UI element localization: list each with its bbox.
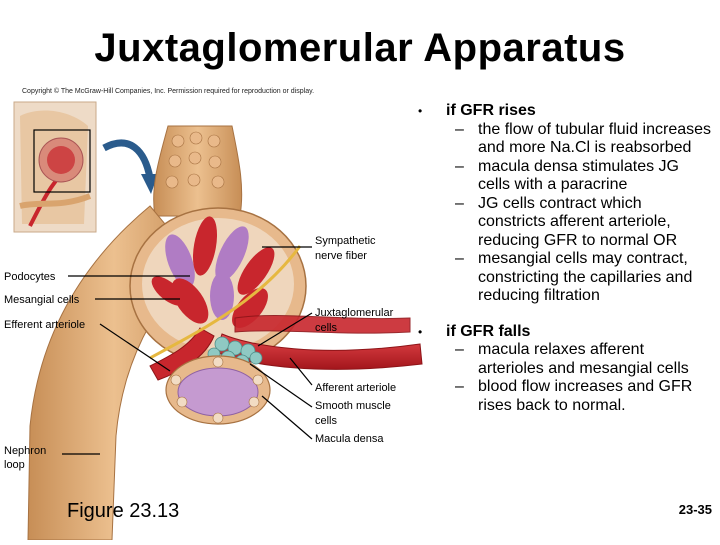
sub-item: –macula relaxes afferent arterioles and … <box>418 341 718 378</box>
label-smooth-muscle-line2: cells <box>315 415 338 427</box>
label-efferent-arteriole: Efferent arteriole <box>4 319 86 331</box>
sub-item-text: the flow of tubular fluid increases and … <box>478 120 712 157</box>
sub-item-text: mesangial cells may contract, constricti… <box>478 250 693 304</box>
dash-glyph: – <box>455 120 464 138</box>
label-podocytes: Podocytes <box>4 271 56 283</box>
label-nephron-loop-line1: Nephron <box>4 445 47 457</box>
sub-item-text: macula densa stimulates JG cells with a … <box>478 157 679 194</box>
label-macula-densa: Macula densa <box>315 433 384 445</box>
label-sympathetic-line2: nerve fiber <box>315 250 367 262</box>
kidney-inset <box>13 101 97 233</box>
sub-item-text: macula relaxes afferent arterioles and m… <box>478 341 689 377</box>
sub-item-text: blood flow increases and GFR rises back … <box>478 378 693 414</box>
label-mesangial-cells: Mesangial cells <box>4 294 80 306</box>
sub-item: –mesangial cells may contract, constrict… <box>418 250 718 306</box>
bullet-heading: if GFR falls <box>446 322 531 340</box>
sympathetic-nerve-fiber <box>149 245 302 360</box>
page-number: 23-35 <box>678 502 712 517</box>
sub-item: –JG cells contract which constricts affe… <box>418 195 718 251</box>
zoom-arrow <box>102 139 154 179</box>
dash-glyph: – <box>455 194 464 212</box>
label-juxtaglomerular-line1: Juxtaglomerular <box>315 307 394 319</box>
efferent-arteriole <box>149 327 215 381</box>
slide-title: Juxtaglomerular Apparatus <box>94 26 626 70</box>
sub-item: –the flow of tubular fluid increases and… <box>418 121 718 158</box>
copyright-notice: Copyright © The McGraw-Hill Companies, I… <box>22 88 315 95</box>
sub-item: –blood flow increases and GFR rises back… <box>418 378 718 415</box>
leader-lines <box>62 246 313 455</box>
dash-glyph: – <box>455 341 464 358</box>
dash-glyph: – <box>455 250 464 267</box>
juxtaglomerular-illustration <box>13 101 423 541</box>
label-smooth-muscle-line1: Smooth muscle <box>315 400 391 412</box>
bullet-glyph: • <box>418 104 423 118</box>
juxtaglomerular-figure: Podocytes Mesangial cells Efferent arter… <box>0 96 440 541</box>
sub-item: –macula densa stimulates JG cells with a… <box>418 158 718 195</box>
dash-glyph: – <box>455 378 464 395</box>
bullet-gfr-falls: • if GFR falls <box>418 323 718 342</box>
label-afferent-arteriole: Afferent arteriole <box>315 382 397 394</box>
label-nephron-loop-line2: loop <box>4 459 25 471</box>
label-sympathetic-line1: Sympathetic <box>315 235 376 247</box>
label-juxtaglomerular-line2: cells <box>315 322 338 334</box>
dash-glyph: – <box>455 157 464 175</box>
bullet-heading: if GFR rises <box>446 102 536 119</box>
bullet-list: • if GFR rises –the flow of tubular flui… <box>418 102 718 415</box>
figure-caption: Figure 23.13 <box>67 500 180 522</box>
bullet-glyph: • <box>418 324 423 339</box>
sub-item-text: JG cells contract which constricts affer… <box>478 194 678 249</box>
bullet-gfr-rises: • if GFR rises <box>418 102 718 121</box>
afferent-arteriole <box>215 333 423 370</box>
